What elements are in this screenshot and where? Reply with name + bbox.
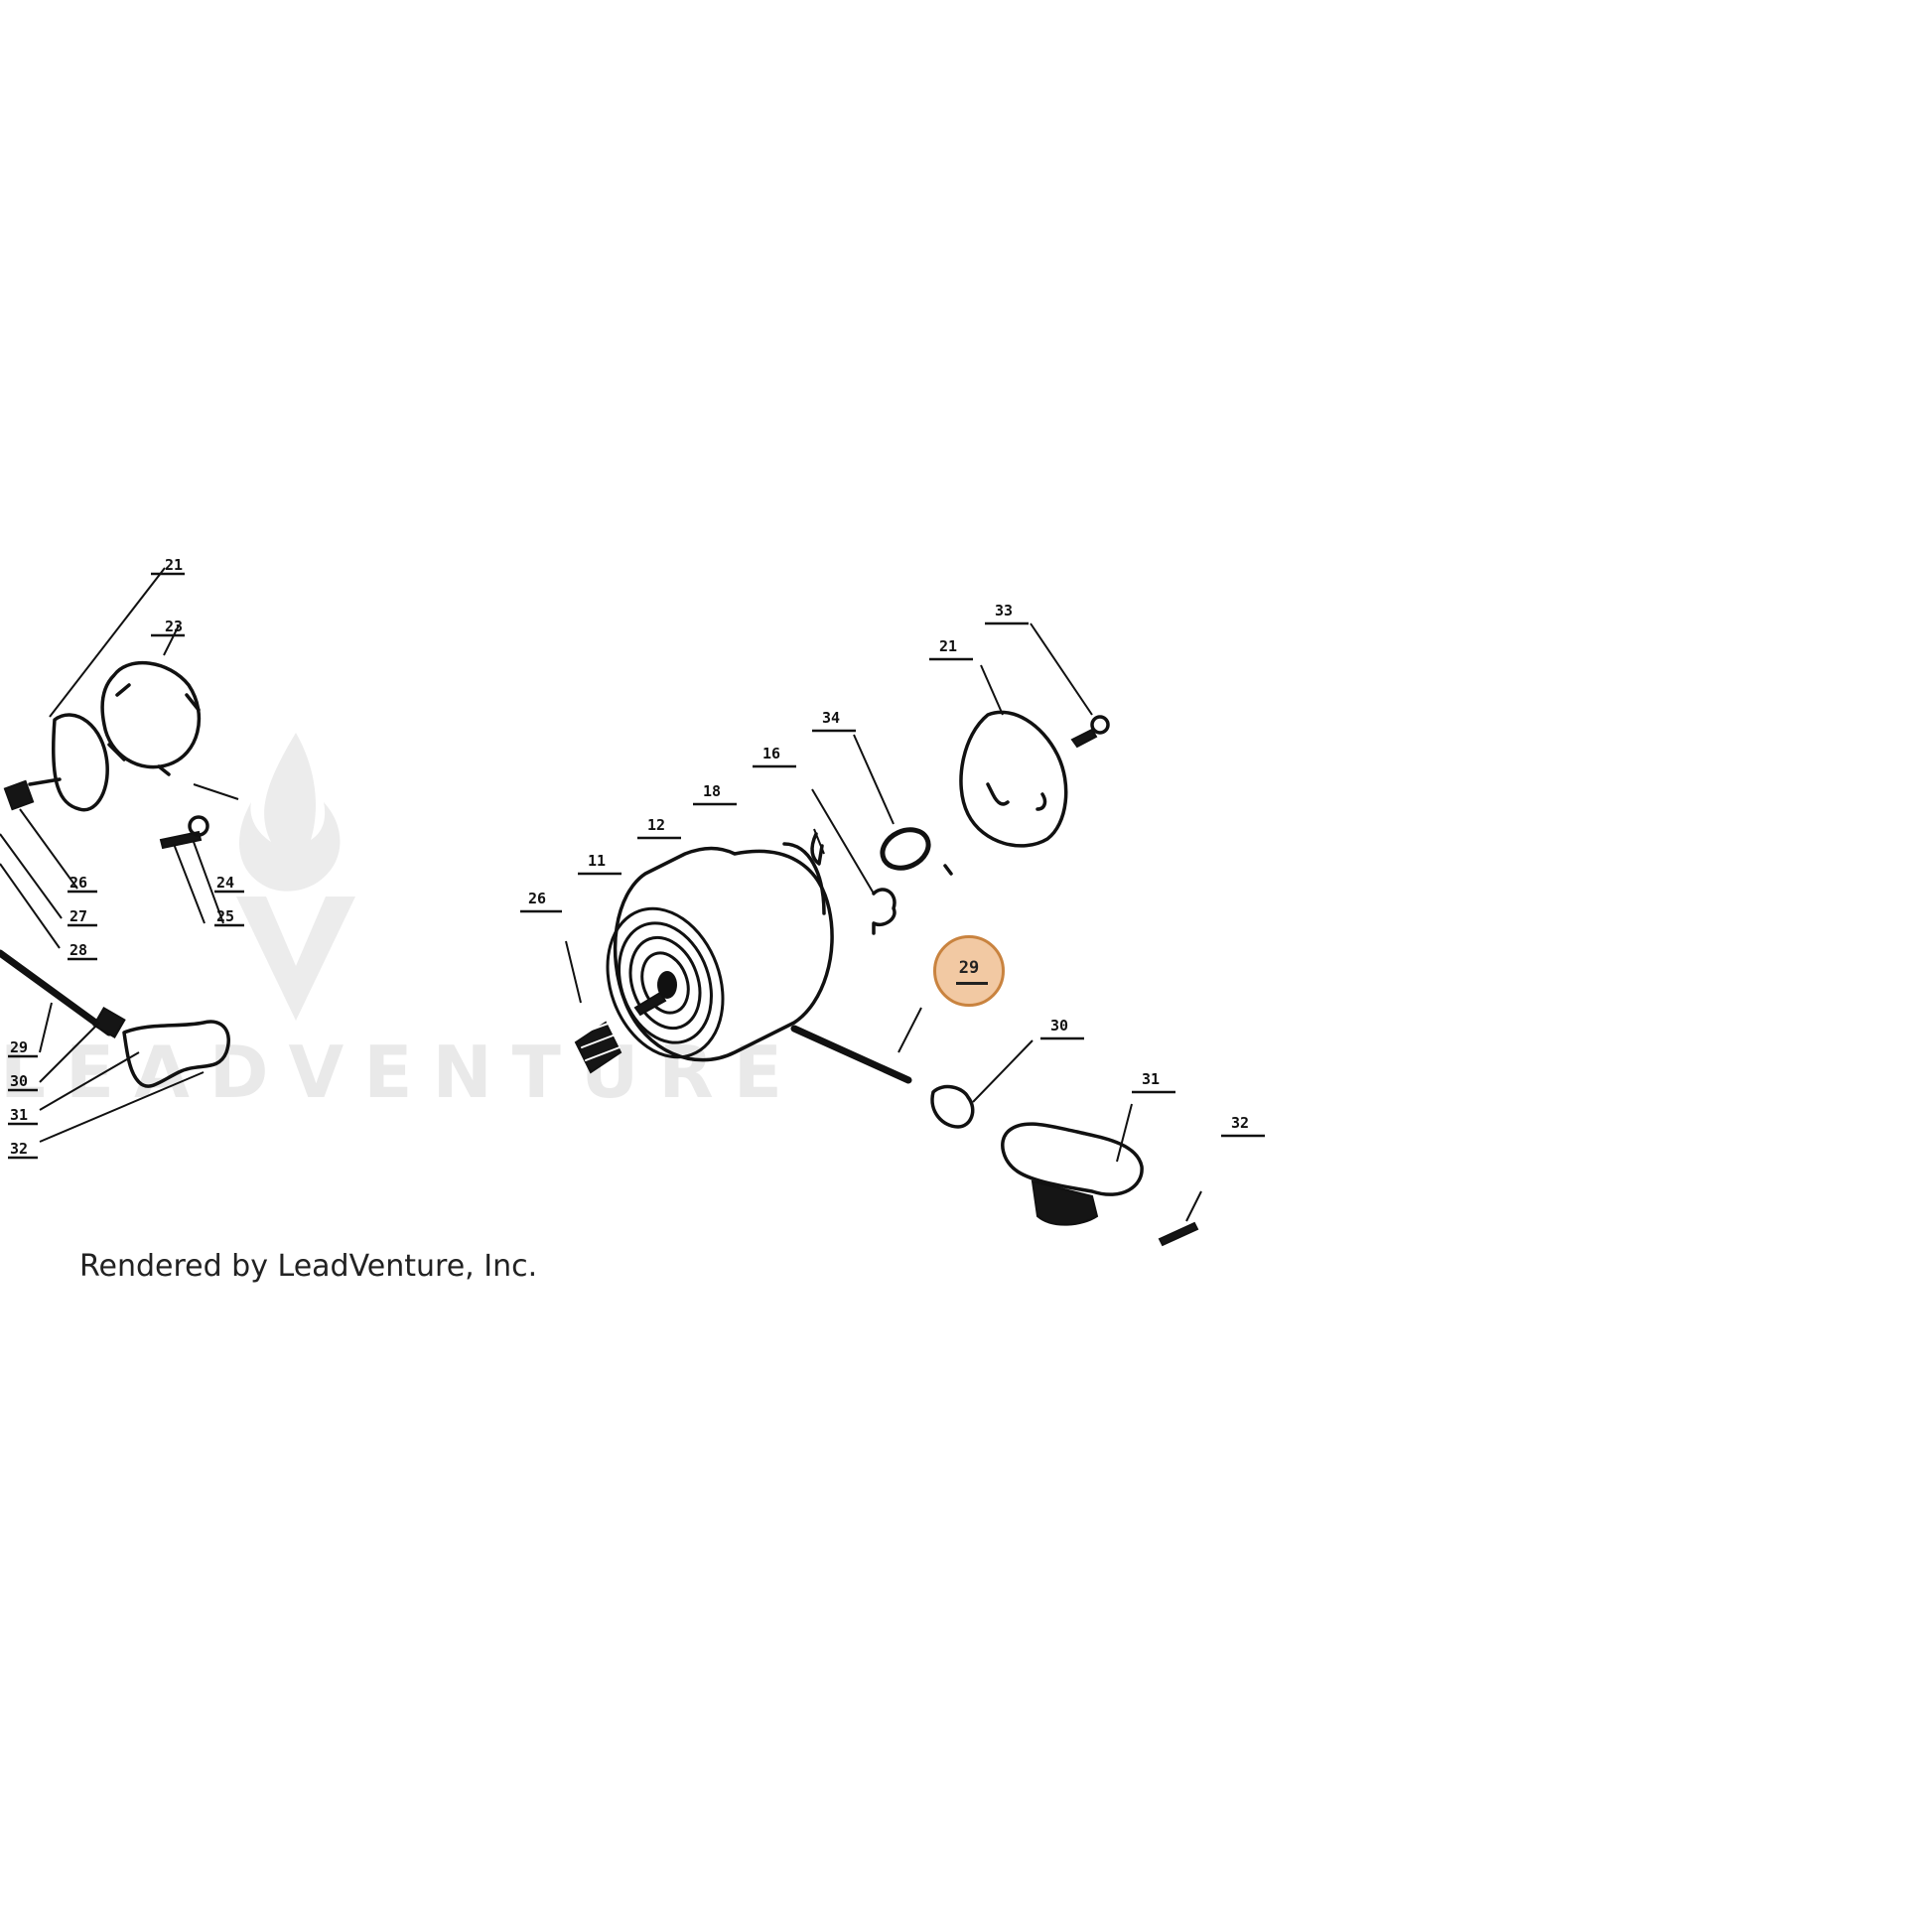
main-starter-assembly [565, 622, 1202, 1247]
spiral-spring-4 [640, 951, 690, 1015]
svg-text:29: 29 [10, 1038, 28, 1056]
left-pin-head [188, 815, 209, 837]
callout-main-21[interactable]: 21 [929, 637, 973, 661]
cover-plate-21 [959, 710, 1068, 848]
callout-main-33[interactable]: 33 [985, 602, 1029, 625]
svg-text:32: 32 [1231, 1114, 1249, 1132]
spiral-spring-3 [628, 935, 702, 1031]
pawl-16 [810, 832, 824, 866]
callout-main-12[interactable]: 12 [637, 816, 681, 840]
svg-text:32: 32 [10, 1140, 28, 1158]
callout-left-30[interactable]: 30 [8, 1072, 38, 1092]
svg-text:31: 31 [1142, 1070, 1160, 1088]
left-pin [159, 830, 203, 850]
svg-text:26: 26 [528, 890, 546, 907]
screw-33 [1070, 728, 1098, 749]
spiral-spring-2 [618, 921, 713, 1044]
svg-text:31: 31 [10, 1106, 28, 1124]
left-nut [3, 779, 35, 811]
callout-left-26[interactable]: 26 [68, 874, 97, 894]
left-gear-teeth [107, 683, 201, 776]
svg-text:16: 16 [762, 745, 780, 762]
spring-hub [657, 971, 677, 999]
callout-main-18[interactable]: 18 [693, 782, 737, 806]
svg-text:23: 23 [165, 618, 183, 635]
svg-text:21: 21 [939, 637, 957, 655]
callout-main-16[interactable]: 16 [753, 745, 796, 768]
callout-main-30[interactable]: 30 [1040, 1017, 1084, 1040]
highlighted-callout-29[interactable]: 29 [933, 935, 1005, 1007]
callout-left-28[interactable]: 28 [68, 941, 97, 961]
recoil-pulley-drum [613, 846, 834, 1062]
svg-text:21: 21 [165, 556, 183, 574]
left-drum-piece [51, 713, 109, 812]
spiral-spring-outer [606, 906, 725, 1059]
svg-text:25: 25 [216, 907, 234, 925]
svg-text:30: 30 [10, 1072, 28, 1090]
watermark-text: LEADVENTURE [0, 1031, 802, 1114]
callout-main-11[interactable]: 11 [578, 852, 621, 876]
render-credit: Rendered by LeadVenture, Inc. [79, 1249, 538, 1284]
spring-coil-lines [577, 1022, 621, 1061]
callout-main-31[interactable]: 31 [1132, 1070, 1175, 1094]
retainer-tab [943, 864, 953, 876]
callout-left-21[interactable]: 21 [151, 556, 185, 576]
left-partial-assembly [0, 567, 239, 1143]
callout-left-23[interactable]: 23 [151, 618, 185, 637]
pin-32 [1158, 1221, 1199, 1247]
left-cable [0, 949, 113, 1036]
screw-33-head [1090, 715, 1110, 735]
starter-handle-31 [1001, 1122, 1144, 1196]
svg-text:33: 33 [995, 602, 1013, 620]
callout-left-24[interactable]: 24 [214, 874, 244, 894]
left-stud [28, 777, 62, 786]
rope-ferrule-30 [930, 1084, 975, 1129]
svg-text:30: 30 [1050, 1017, 1068, 1035]
handle-grip-31 [1031, 1179, 1099, 1226]
retainer-ring-34 [880, 827, 931, 871]
svg-text:24: 24 [216, 874, 234, 892]
highlighted-callout-underline [956, 982, 988, 985]
callout-main-34[interactable]: 34 [812, 709, 856, 733]
left-gear-housing [100, 660, 202, 769]
svg-text:11: 11 [588, 852, 606, 870]
pawl-spring-16 [872, 888, 897, 935]
callout-main-32[interactable]: 32 [1221, 1114, 1265, 1138]
svg-text:18: 18 [703, 782, 721, 800]
spring-hook [633, 991, 667, 1017]
highlighted-callout-label: 29 [958, 958, 980, 978]
callout-left-31[interactable]: 31 [8, 1106, 38, 1126]
left-handle [122, 1020, 230, 1088]
svg-text:12: 12 [647, 816, 665, 834]
svg-text:28: 28 [69, 941, 87, 959]
callout-left-27[interactable]: 27 [68, 907, 97, 927]
watermark-flame-logo-icon [236, 733, 355, 1021]
left-ferrule [92, 1006, 126, 1039]
callout-left-25[interactable]: 25 [214, 907, 244, 927]
callout-main-26[interactable]: 26 [520, 890, 562, 913]
callout-left-29[interactable]: 29 [8, 1038, 38, 1058]
svg-text:26: 26 [69, 874, 87, 892]
cover-plate-detail [986, 782, 1047, 811]
callout-left-32[interactable]: 32 [8, 1140, 38, 1160]
pulley-rim [782, 842, 826, 915]
svg-text:27: 27 [69, 907, 87, 925]
starter-rope-29 [790, 1025, 912, 1084]
svg-text:34: 34 [822, 709, 840, 727]
